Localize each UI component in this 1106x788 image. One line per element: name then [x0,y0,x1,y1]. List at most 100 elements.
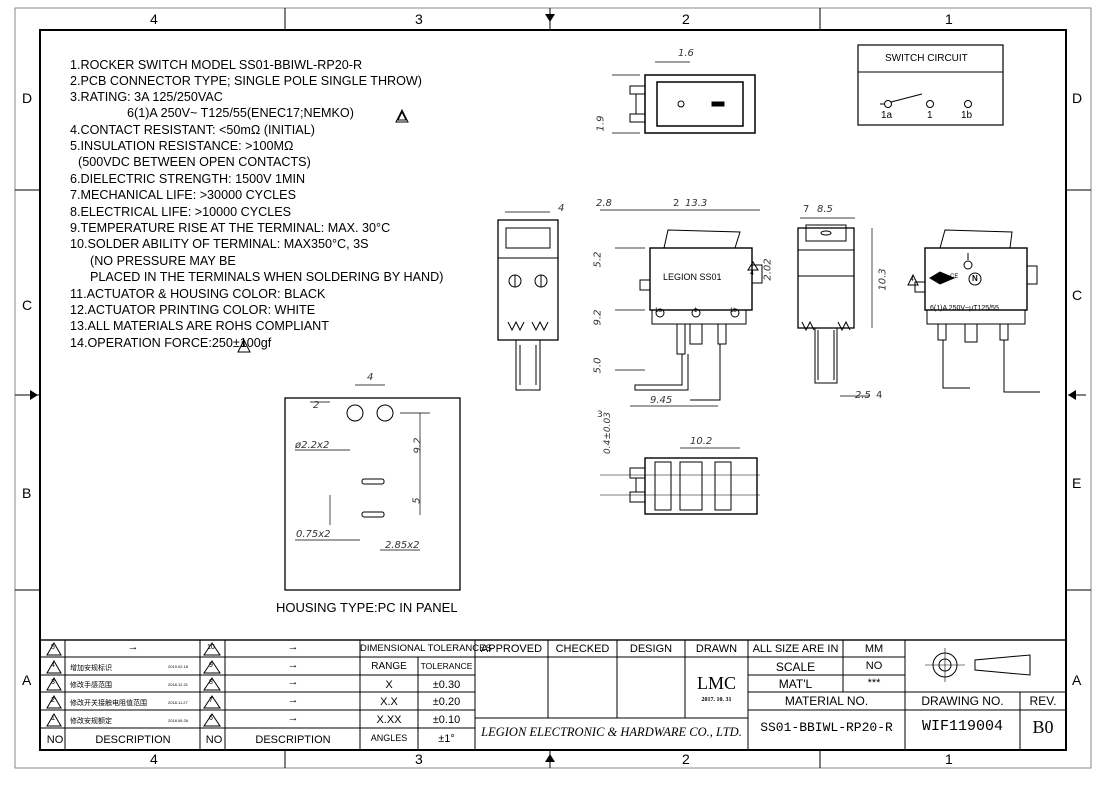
tol-value-xx: ±0.20 [432,696,461,708]
revision-triangles [46,642,221,727]
center-arrow-bottom [545,754,555,762]
note-10: 10.SOLDER ABILITY OF TERMINAL: MAX350°C,… [70,237,369,251]
projection-symbol-icon [925,648,1031,682]
zone-top-2: 2 [682,11,690,27]
dim-cut-92: 9.2 [412,437,424,454]
center-arrow-top [545,14,555,22]
tol-range-xxx: X.XX [376,714,402,726]
dim-h-92: 9.2 [592,309,604,326]
approved-label: APPROVED [480,643,543,655]
dim-top-width: 1.6 [678,48,694,59]
checked-label: CHECKED [555,643,610,655]
drawing-no-label: DRAWING NO. [921,694,1004,708]
dim-bottom-width: 10.2 [690,436,713,447]
main-terminal-1a: 1a [655,308,662,314]
front-view [497,211,559,391]
note-8: 8.ELECTRICAL LIFE: >10000 CYCLES [70,205,292,219]
circuit-label-1a: 1a [881,110,893,121]
rev-no-3: 3 [51,679,55,686]
note-11: 11.ACTUATOR & HOUSING COLOR: BLACK [70,287,326,301]
dim-cut-slot: 0.75x2 [296,529,331,540]
rev2-no-8: 8 [209,679,213,686]
rev2-no-10: 10 [207,644,215,651]
cutout-caption: HOUSING TYPE:PC IN PANEL [276,600,458,615]
zone-right-a: A [1072,672,1082,688]
note-warning-triangle [395,108,409,123]
tol-value-x: ±0.30 [432,679,461,691]
switch-circuit-title: SWITCH CIRCUIT [885,53,968,64]
dim-side-bottom: 2.5 [855,390,871,401]
dim-top-height: 1.9 [595,115,607,132]
scale-label: SCALE [775,660,816,674]
rev2-desc-10: → [287,641,299,653]
rev-date-4: 2019.02.18 [168,664,189,669]
rev2-desc-6: → [287,712,299,724]
rev-desc-1: 修改安规额定 [70,718,112,725]
zone-bottom-3: 3 [415,751,423,767]
dim-front-left: 4 [558,203,565,214]
note-2: 2.PCB CONNECTOR TYPE; SINGLE POLE SINGLE… [70,74,423,88]
tol-range-x: X [385,679,393,691]
marking-rating: 6(1)A 250V~μT125/55 [930,305,999,312]
material-value: *** [867,677,881,689]
note-1: 1.ROCKER SWITCH MODEL SS01-BBIWL-RP20-R [70,58,363,72]
note-13: 13.ALL MATERIALS ARE ROHS COMPLIANT [70,319,329,333]
note-12: 12.ACTUATOR PRINTING COLOR: WHITE [70,303,316,317]
note-14: 14.OPERATION FORCE:250±100gf [70,336,272,350]
dim-side-bottom-num: 4 [876,390,883,401]
rev-desc-3: 修改手感范围 [70,682,112,689]
dim-cut-285: 2.85x2 [385,540,420,551]
tolerance-range-header: RANGE [371,661,407,672]
note-7: 7.MECHANICAL LIFE: >30000 CYCLES [70,188,296,202]
zone-bottom-2: 2 [682,751,690,767]
note-14-triangle-num: 3 [241,340,246,349]
rev-no-5: 5 [51,644,55,651]
bottom-view [600,447,760,515]
material-no-label: MATERIAL NO. [784,694,869,708]
dim-cut-4: 4 [367,372,374,383]
main-terminal-1b: 1b [730,308,737,314]
zone-left-c: C [22,297,33,313]
switch-circuit-box [857,44,1004,126]
note-3-rating: 6(1)A 250V~ T125/55(ENEC17;NEMKO) [127,106,354,120]
rev-date-1: 2018.06.26 [168,718,189,723]
rev-no-2: 2 [51,697,55,704]
dim-cut-hole: ø2.2x2 [295,440,330,451]
rev2-no-7: 7 [209,697,213,704]
main-view-brand: LEGION SS01 [663,272,722,282]
rev2-desc-7: → [287,694,299,706]
rev2-no-9: 9 [209,662,213,669]
title-block-grid [39,639,1067,751]
dim-h-50: 5.0 [592,357,604,374]
note-3: 3.RATING: 3A 125/250VAC [70,90,223,104]
main-terminal-1: 1 [694,308,698,314]
drawn-date: 2017. 10. 31 [701,697,732,703]
zone-top-3: 3 [415,11,423,27]
zone-left-a: A [22,672,32,688]
tolerance-header: TOLERANCE [420,661,473,671]
note-10-detail-2: PLACED IN THE TERMINALS WHEN SOLDERING B… [90,270,444,284]
outer-border [14,7,1092,769]
design-label: DESIGN [629,643,673,655]
dim-cut-2: 2 [313,400,320,411]
dim-side-height: 10.3 [877,268,889,291]
note-4: 4.CONTACT RESISTANT: <50mΩ (INITIAL) [70,123,315,137]
note-5-detail: (500VDC BETWEEN OPEN CONTACTS) [78,155,311,169]
dim-w-945: 9.45 [650,395,673,406]
drawing-no: WIF119004 [921,718,1003,735]
dim-h-202: 2.02 [762,258,774,281]
marking-tri-num: 4 [910,276,914,283]
rev-desc-4: 增加安规标识 [70,665,112,672]
zone-bottom-4: 4 [150,751,158,767]
main-side-view [600,209,763,407]
zone-top-4: 4 [150,11,158,27]
zone-bottom-1: 1 [945,751,953,767]
rev-header-no: NO [46,734,64,746]
top-view-switch [612,61,756,134]
zone-top-1: 1 [945,11,953,27]
drawn-label: DRAWN [695,643,738,655]
dim-side-width: 8.5 [817,204,833,215]
dim-thickness: 0.4±0.03 [602,412,613,454]
tol-range-xx: X.X [380,696,398,708]
